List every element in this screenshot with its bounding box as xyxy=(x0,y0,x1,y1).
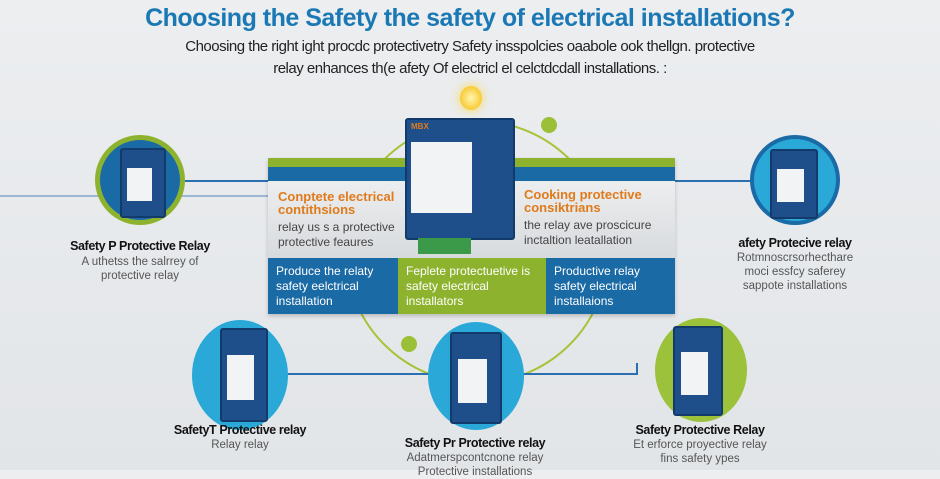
panel-left-text: relay us s a protective protective feaur… xyxy=(278,220,395,249)
node-top-right xyxy=(750,135,840,225)
ring-dot xyxy=(541,117,557,133)
node-1-label: Safety P Protective Relay xyxy=(70,239,210,253)
connector-line xyxy=(675,180,753,182)
node-4-label: Safety Pr Protective relay xyxy=(404,436,546,450)
node-bottom-center xyxy=(428,322,524,430)
connector-line xyxy=(288,373,433,375)
node-2-desc: Rotmnoscrsorhecthare moci essfcy saferey… xyxy=(736,252,854,292)
node-top-left xyxy=(95,135,185,225)
node-bottom-right xyxy=(655,318,747,422)
node-5-label: Safety Protective Relay xyxy=(635,423,765,437)
connector-line xyxy=(636,363,638,375)
panel-right-block: Cooking protective consiktrians the rela… xyxy=(524,188,673,248)
panel-right-text: the relay ave proscicure inctaltion leat… xyxy=(524,218,652,247)
node-3-label: SafetyT Protective relay xyxy=(173,423,307,437)
panel-right-heading: Cooking protective consiktrians xyxy=(524,187,642,215)
node-4-desc: Adatmerspcontcnone relay Protective inst… xyxy=(406,452,544,478)
page-title: Choosing the Safety the safety of electr… xyxy=(145,4,795,32)
panel-cell-3: Productive relay safety electrical insta… xyxy=(546,258,675,314)
node-5-desc: Et erforce proyective relay fins safety … xyxy=(633,439,767,465)
panel-left-heading: Conptete electrical contithsions xyxy=(278,189,395,217)
connector-line xyxy=(185,180,270,182)
center-relay-device: MBX xyxy=(405,118,515,254)
subtitle-line-2: relay enhances th(e afety Of electricl e… xyxy=(273,60,667,77)
connector-line xyxy=(518,373,638,375)
subtitle-line-1: Choosing the right ight procdc protectiv… xyxy=(185,38,755,55)
lightbulb-icon xyxy=(460,86,482,110)
node-bottom-left xyxy=(192,320,288,430)
device-brand: MBX xyxy=(411,122,429,131)
node-2-label: afety Protecive relay xyxy=(738,236,852,250)
node-1-desc: A uthetss the salrrey of protective rela… xyxy=(81,256,199,282)
ring-dot xyxy=(401,336,417,352)
node-3-desc: Relay relay xyxy=(211,439,269,451)
panel-cell-1: Produce the relaty safety eelctrical ins… xyxy=(268,258,398,314)
panel-cell-2: Feplete protectuetive is safety electric… xyxy=(398,258,546,314)
panel-left-block: Conptete electrical contithsions relay u… xyxy=(278,190,408,250)
